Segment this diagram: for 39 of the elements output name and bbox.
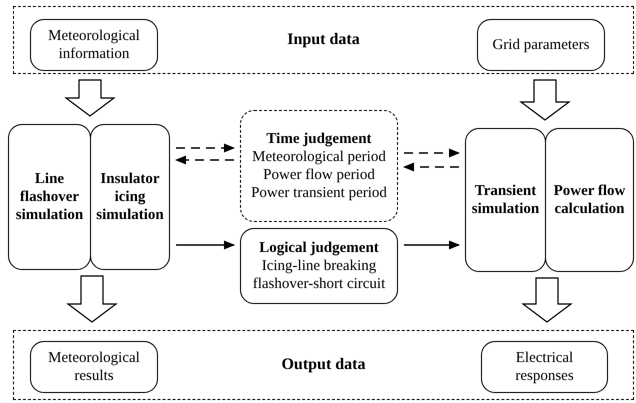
hollow-arrow (66, 275, 118, 323)
hollow-arrow (64, 79, 116, 117)
arrow (176, 240, 236, 250)
dashed-arrow (174, 156, 234, 164)
box-text: Output data (280, 355, 367, 375)
box-text: Icing-line breaking (260, 257, 378, 275)
rounded-box (240, 228, 398, 304)
box-text: Insulator icing simulation (95, 170, 165, 224)
box-text: flashover-short circuit (252, 275, 386, 293)
box-text: Meteorological information (47, 27, 141, 63)
rounded-box (90, 124, 170, 270)
box-heading: Logical judgement (258, 239, 380, 257)
hollow-arrow (521, 277, 573, 323)
box-text: Power flow calculation (552, 182, 626, 218)
dashed-rounded-box (240, 110, 398, 222)
rounded-box (465, 128, 546, 272)
dashed-arrow (404, 148, 460, 158)
box-text: Grid parameters (491, 36, 591, 54)
rounded-box (481, 341, 608, 393)
rounded-box (30, 341, 158, 393)
rounded-box (30, 19, 158, 71)
rounded-box (8, 124, 91, 270)
box-text: Meteorological period (251, 148, 387, 166)
dashed-arrow (176, 144, 236, 152)
arrow (404, 240, 460, 250)
box-text: Line flashover simulation (14, 170, 84, 224)
rounded-box (545, 128, 634, 272)
box-text: Electrical responses (514, 349, 575, 385)
box-heading: Time judgement (265, 130, 373, 148)
box-text: Power flow period (262, 166, 376, 184)
box-text: Input data (286, 30, 361, 50)
rounded-box (477, 19, 605, 71)
dashed-arrow (402, 162, 459, 172)
hollow-arrow (519, 79, 571, 121)
dashed-group-band (13, 330, 634, 400)
dashed-group-band (13, 6, 634, 74)
box-text: Meteorological results (47, 349, 141, 385)
box-text: Transient simulation (470, 182, 540, 218)
box-text: Power transient period (250, 184, 388, 202)
